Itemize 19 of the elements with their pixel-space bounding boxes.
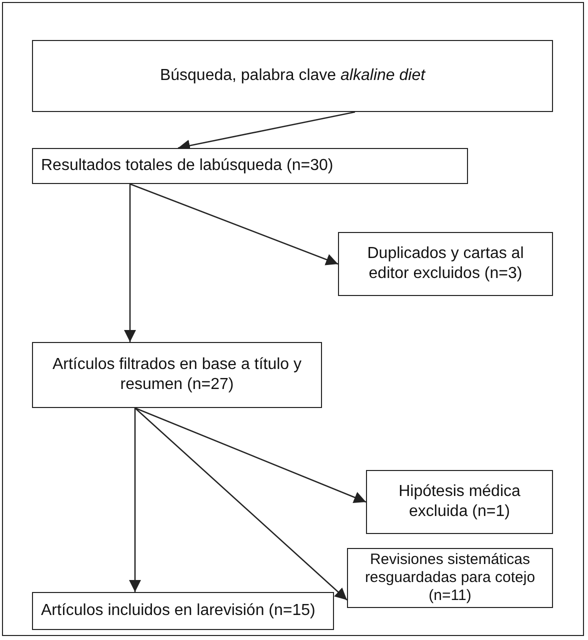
box-text: Hipótesis médica excluida (n=1) bbox=[398, 482, 522, 522]
box-text: Revisiones sistemáticas resguardadas para cotejo (n=11) bbox=[364, 551, 536, 605]
box-text: Artículos filtrados en base a título y resumen (n=27) bbox=[51, 355, 302, 395]
arrow bbox=[130, 183, 338, 266]
process-box bbox=[366, 470, 553, 534]
process-box bbox=[32, 592, 334, 630]
box-text: Búsqueda, palabra clave alkaline diet bbox=[160, 66, 426, 86]
box-text: Duplicados y cartas al editor excluidos (n=3) bbox=[366, 244, 525, 284]
arrow bbox=[124, 184, 136, 342]
box-text: Artículos incluidos en larevisión (n=15) bbox=[41, 601, 316, 621]
process-box bbox=[32, 148, 468, 184]
arrow bbox=[134, 407, 366, 504]
process-box bbox=[347, 548, 553, 608]
arrow bbox=[134, 408, 348, 600]
box-text: Resultados totales de labúsqueda (n=30) bbox=[41, 156, 334, 176]
process-box bbox=[32, 342, 322, 408]
process-box bbox=[32, 40, 553, 112]
process-box bbox=[338, 232, 553, 296]
arrow bbox=[129, 408, 141, 592]
